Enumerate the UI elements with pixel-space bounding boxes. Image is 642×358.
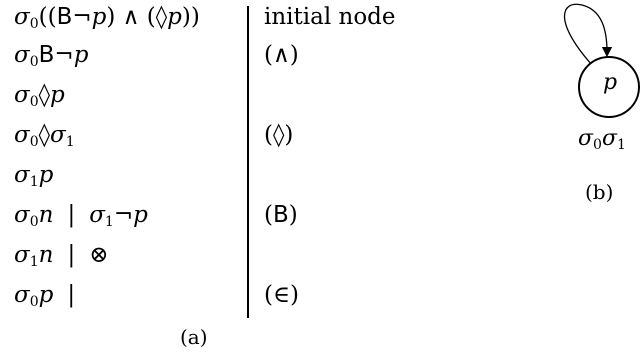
column-divider [247,6,249,318]
tableau-row-1: σ0((B¬p) ∧ (◊p)) [14,2,200,39]
tableau-row-2: σ0B¬p [14,42,89,70]
formula: n [38,242,54,268]
caption-b: (b) [585,180,614,204]
tableau-row-6: σ0n|σ1¬p [14,202,148,230]
formula: ◊p [38,82,65,108]
formula: ◊σ1 [38,122,75,150]
formula: p [38,282,54,308]
self-loop-edge [564,3,613,66]
formula: B¬p [38,42,89,68]
separator: | [67,242,76,268]
formula: ((B¬p) ∧ (◊p)) [38,4,200,30]
tableau-row-4: σ0◊σ1 [14,122,75,150]
separator: | [67,202,76,228]
sigma-label: σ0 [14,4,39,32]
formula: n [38,202,54,228]
state-graph [564,3,640,118]
tableau-row-7: σ1n|⊗ [14,242,109,270]
node-label: p [603,70,618,95]
justification-2: (∧) [264,42,299,68]
separator: | [67,282,76,308]
caption-a: (a) [180,325,208,349]
otimes-symbol: ⊗ [89,242,109,268]
justification-4: (◊) [264,122,294,148]
justification-8: (∈) [264,282,299,308]
tableau-row-5: σ1p [14,162,54,190]
state-label: σ0σ1 [578,126,626,153]
justification-1: initial node [264,4,396,30]
tableau-row-3: σ0◊p [14,82,65,110]
state-node [578,56,640,118]
formula: p [38,162,54,188]
tableau-row-8: σ0p| [14,282,76,310]
justification-6: (B) [264,202,298,228]
